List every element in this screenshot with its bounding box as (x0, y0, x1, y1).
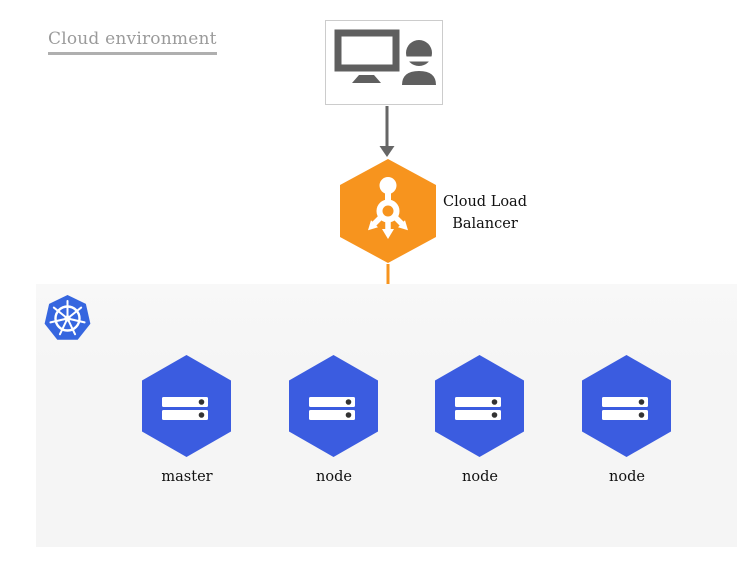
server-icon (455, 397, 501, 420)
node-label-master: master (161, 469, 213, 485)
worker-node-hexagon (582, 355, 671, 457)
helm-wheel-icon (49, 300, 86, 336)
node-label: node (462, 469, 498, 485)
client-to-lb-arrow (379, 106, 395, 157)
client-box (325, 20, 443, 105)
kubernetes-logo-icon (44, 295, 91, 340)
monitor-icon (334, 29, 400, 83)
diagram-title: Cloud environment (48, 29, 217, 55)
load-balancer-icon (368, 177, 408, 239)
server-icon (602, 397, 648, 420)
server-icon (309, 397, 355, 420)
person-icon (402, 39, 436, 85)
load-balancer-label: Cloud Load Balancer (443, 194, 527, 232)
load-balancer-hexagon (340, 159, 436, 263)
worker-node-hexagon (289, 355, 378, 457)
node-label: node (609, 469, 645, 485)
monitor-user-icon (334, 29, 436, 85)
node-label: node (316, 469, 352, 485)
server-icon (162, 397, 208, 420)
master-node-hexagon (142, 355, 231, 457)
worker-node-hexagon (435, 355, 524, 457)
